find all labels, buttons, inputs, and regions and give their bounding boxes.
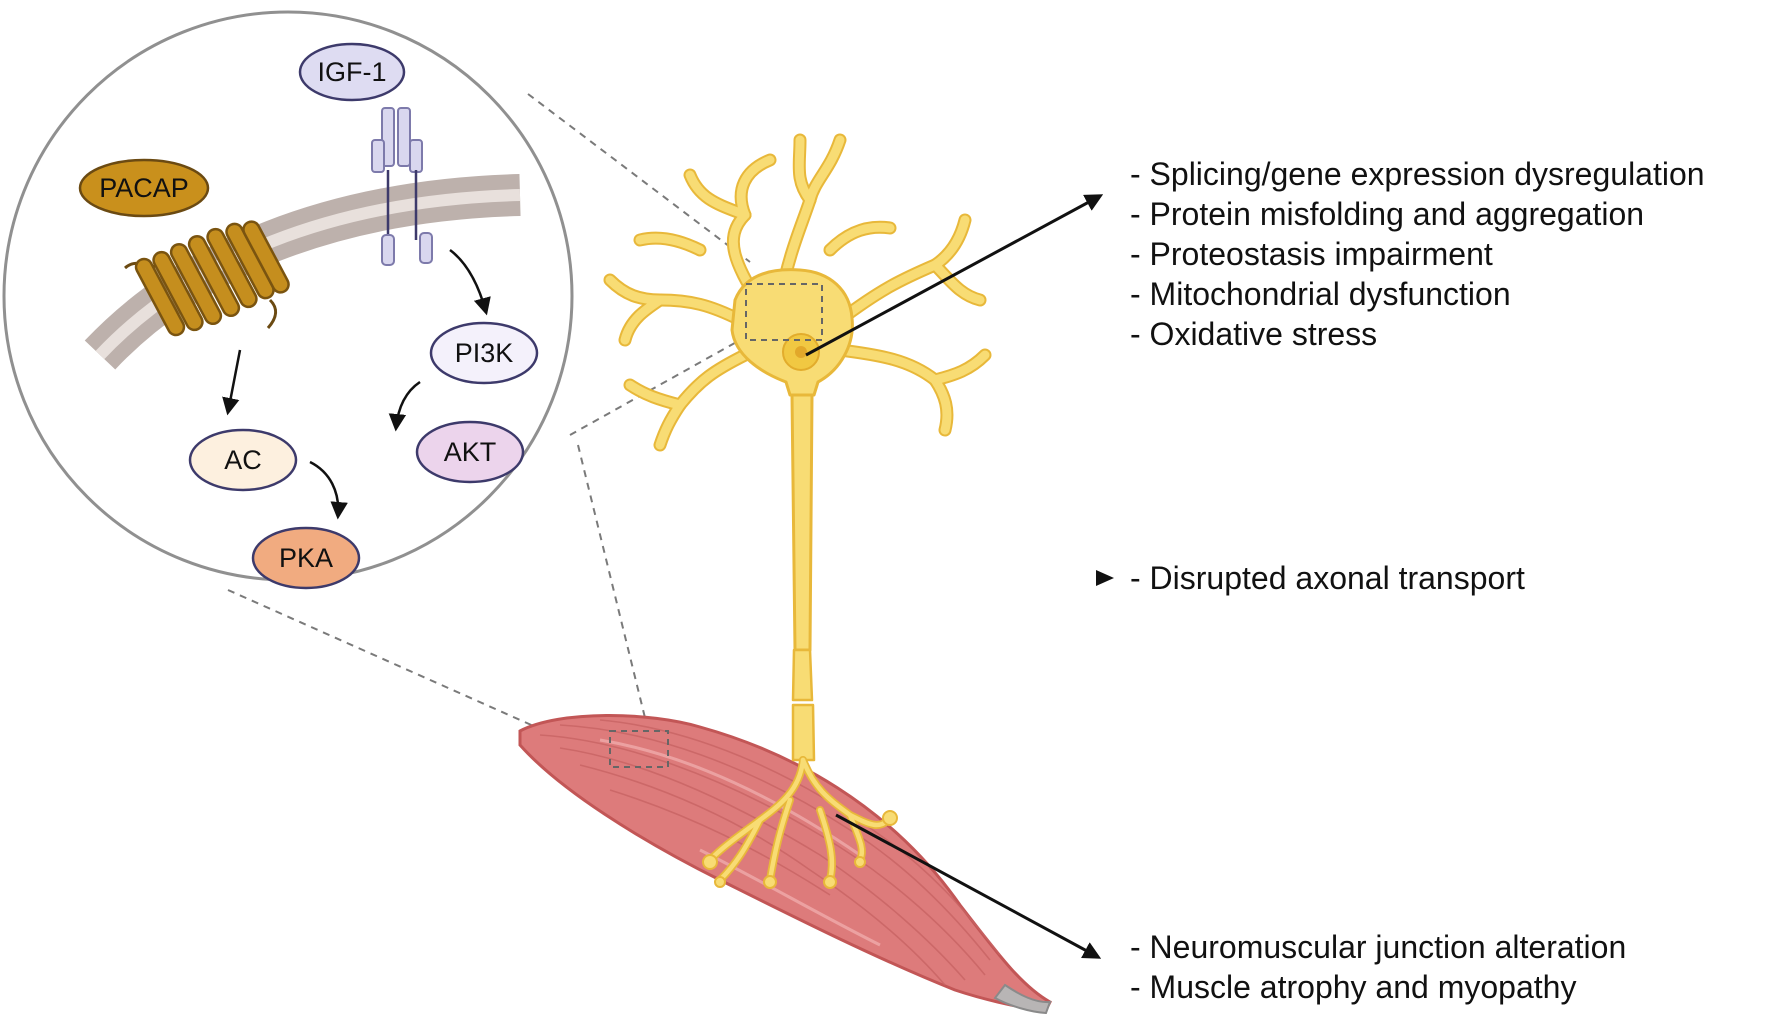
neuron-effect-item: - Protein misfolding and aggregation	[1130, 196, 1644, 232]
molecule-igf1: IGF-1	[298, 42, 406, 102]
svg-text:PKA: PKA	[279, 543, 333, 573]
molecule-pka: PKA	[251, 526, 361, 590]
molecule-akt: AKT	[415, 420, 525, 484]
neuron-effect-item: - Splicing/gene expression dysregulation	[1130, 156, 1705, 192]
zoom-inset: IGF-1 PACAP PI3K AKT AC PKA	[2, 10, 574, 590]
svg-text:IGF-1: IGF-1	[317, 57, 386, 87]
molecule-pi3k: PI3K	[429, 321, 539, 385]
igf1-receptor	[371, 107, 433, 266]
muscle-fiber	[518, 714, 1052, 1015]
muscle-zoom-box	[609, 730, 669, 768]
svg-text:PACAP: PACAP	[99, 173, 189, 203]
tendon	[993, 983, 1052, 1015]
axon-effects-list: - Disrupted axonal transport	[1130, 560, 1525, 596]
svg-text:AC: AC	[224, 445, 262, 475]
neuron-effect-item: - Mitochondrial dysfunction	[1130, 276, 1511, 312]
molecule-ac: AC	[188, 428, 298, 492]
neuron-effects-list: - Splicing/gene expression dysregulation…	[1130, 156, 1705, 352]
muscle-effects-list: - Neuromuscular junction alteration - Mu…	[1130, 929, 1626, 1005]
nucleolus	[795, 346, 807, 358]
effect-arrows	[805, 194, 1114, 959]
axon-effects-arrowhead	[1096, 570, 1114, 586]
molecule-pacap: PACAP	[78, 158, 210, 218]
neuron-effects-arrow	[805, 194, 1104, 357]
axon-effect-item: - Disrupted axonal transport	[1130, 560, 1525, 596]
muscle-effects-arrow	[835, 813, 1102, 959]
pathway-arrows	[222, 249, 491, 520]
muscle-effect-item: - Muscle atrophy and myopathy	[1130, 969, 1576, 1005]
motor-neuron	[603, 133, 992, 889]
neuron-zoom-box	[745, 283, 823, 341]
pacap-receptor-gpcr	[124, 220, 290, 337]
svg-text:AKT: AKT	[444, 437, 497, 467]
zoom-guide-lines	[227, 93, 759, 761]
neuron-effect-item: - Oxidative stress	[1130, 316, 1377, 352]
svg-text:PI3K: PI3K	[455, 338, 514, 368]
neuron-effect-item: - Proteostasis impairment	[1130, 236, 1493, 272]
muscle-effect-item: - Neuromuscular junction alteration	[1130, 929, 1626, 965]
